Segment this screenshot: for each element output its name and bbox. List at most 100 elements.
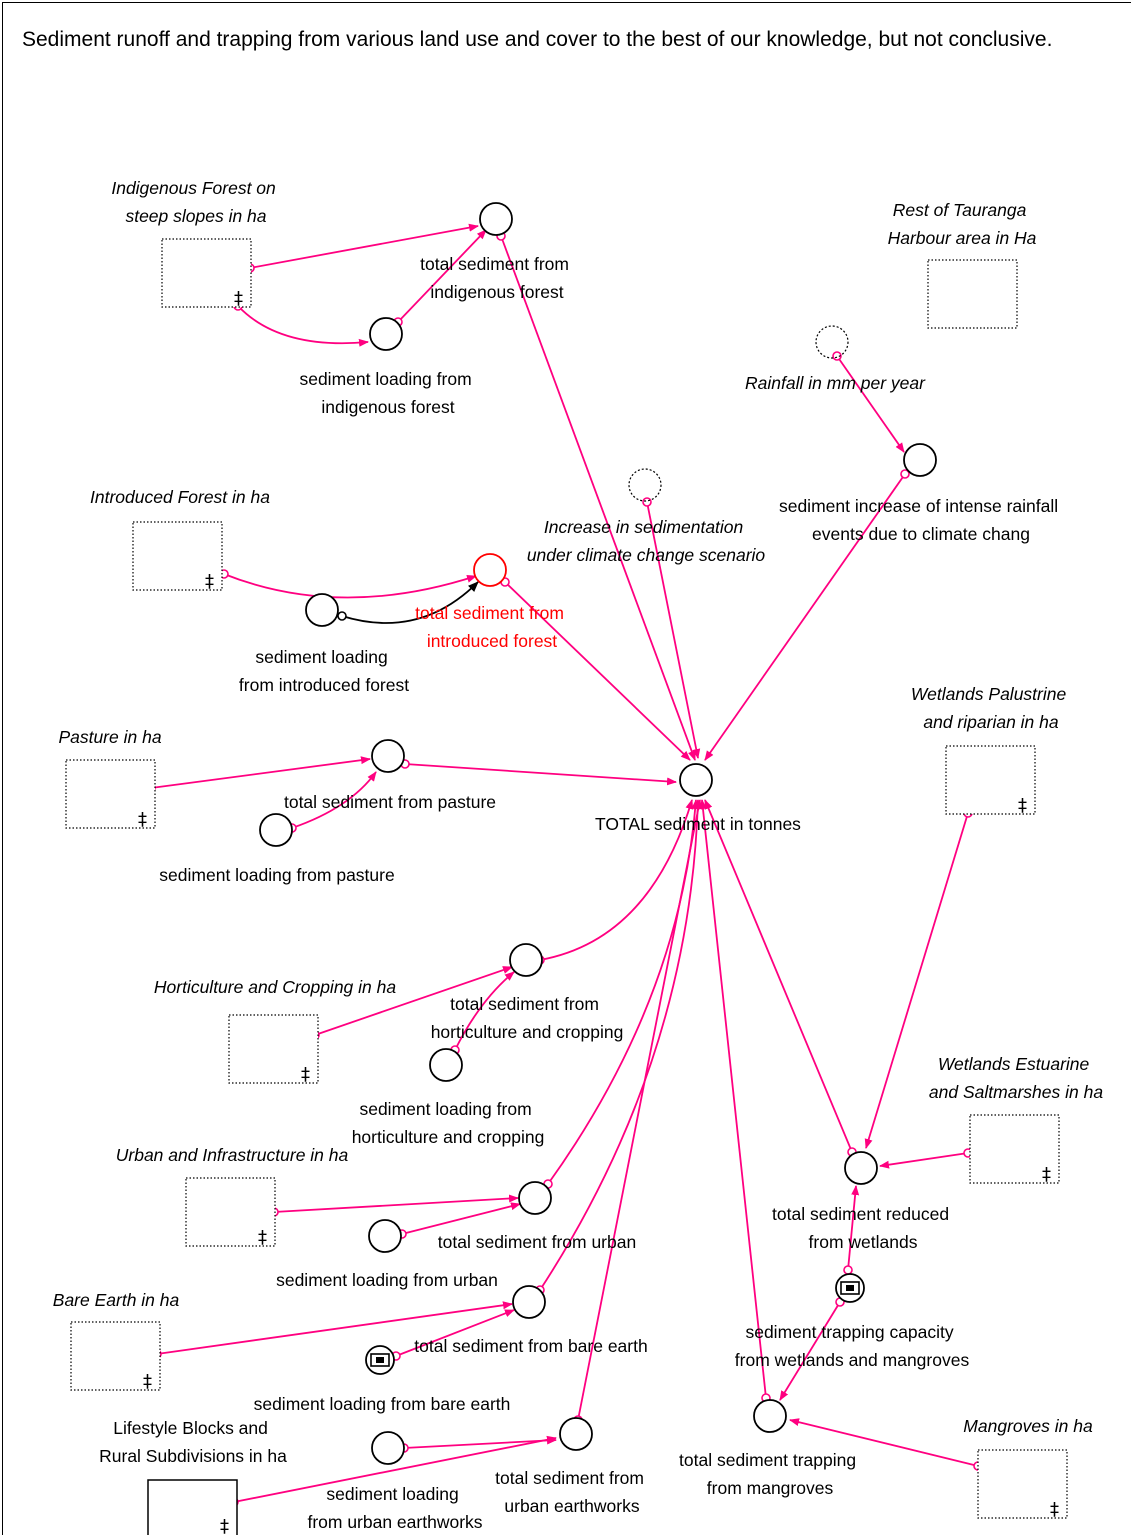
- stock-icon[interactable]: [161, 238, 252, 308]
- label-total-horticulture: total sediment from horticulture and cro…: [431, 994, 624, 1042]
- ghost-marker-icon: ‡: [1018, 795, 1027, 816]
- converter-loading-pasture[interactable]: [259, 813, 293, 847]
- link-pasture-stock-to-total[interactable]: [150, 756, 371, 789]
- ghost-converter-climate[interactable]: [628, 468, 662, 502]
- converter-total-horticulture[interactable]: [509, 943, 543, 977]
- stock-icon[interactable]: [65, 759, 156, 829]
- stock-icon[interactable]: [927, 259, 1018, 329]
- converter-loading-indigenous[interactable]: [369, 317, 403, 351]
- label-total-introduced: total sediment from introduced forest: [415, 603, 569, 651]
- stock-lifestyle-blocks[interactable]: ‡: [147, 1479, 238, 1535]
- link-loading-to-total-horticulture[interactable]: [454, 971, 515, 1051]
- link-loading-to-total-urban[interactable]: [401, 1202, 521, 1235]
- converter-loading-urban[interactable]: [368, 1219, 402, 1253]
- stock-icon[interactable]: [185, 1177, 276, 1247]
- link-rainfall-increase-to-total[interactable]: [704, 473, 906, 761]
- stock-horticulture[interactable]: ‡: [228, 1014, 319, 1085]
- converter-total-sediment[interactable]: [679, 763, 713, 797]
- link-total-earthworks-to-total[interactable]: [577, 799, 703, 1421]
- link-loading-to-total-pasture[interactable]: [291, 771, 377, 829]
- converter-total-wetlands[interactable]: [844, 1151, 878, 1185]
- graphical-function-icon[interactable]: [365, 1345, 395, 1375]
- link-total-introduced-to-total[interactable]: [504, 581, 691, 761]
- converter-loading-introduced[interactable]: [305, 593, 339, 627]
- stock-bare-earth[interactable]: ‡: [70, 1321, 161, 1392]
- stock-wetlands-palustrine[interactable]: ‡: [945, 745, 1036, 816]
- link-total-indigenous-to-total[interactable]: [500, 235, 696, 761]
- stock-icon[interactable]: [969, 1114, 1060, 1184]
- link-loading-to-total-earthworks[interactable]: [403, 1436, 557, 1449]
- stock-icon[interactable]: [70, 1321, 161, 1391]
- label-loading-introduced: sediment loading from introduced forest: [239, 647, 409, 695]
- link-loading-to-total-bare-earth[interactable]: [395, 1309, 515, 1357]
- link-total-pasture-to-total[interactable]: [404, 763, 677, 786]
- converter-rainfall-increase[interactable]: [903, 443, 937, 477]
- label-pasture-stock: Pasture in ha: [58, 727, 161, 747]
- link-loading-to-total-indigenous[interactable]: [397, 229, 487, 323]
- ghost-marker-icon: ‡: [1050, 1499, 1059, 1520]
- link-climate-to-total[interactable]: [646, 501, 701, 759]
- link-trapping-to-total[interactable]: [698, 799, 767, 1399]
- link-indigenous-stock-to-total[interactable]: [249, 223, 479, 269]
- link-capacity-to-wetlands[interactable]: [847, 1185, 860, 1271]
- link-port: [642, 497, 652, 507]
- label-mangroves-stock: Mangroves in ha: [963, 1416, 1093, 1436]
- label-urban-stock: Urban and Infrastructure in ha: [116, 1145, 349, 1165]
- label-trapping-capacity: sediment trapping capacity from wetlands…: [735, 1322, 970, 1370]
- stock-icon[interactable]: [977, 1449, 1068, 1519]
- link-total-urban-to-total[interactable]: [547, 799, 700, 1185]
- stock-indigenous-forest[interactable]: ‡: [161, 238, 252, 309]
- link-palustrine-to-wetlands[interactable]: [864, 812, 969, 1149]
- converter-loading-earthworks[interactable]: [371, 1431, 405, 1465]
- stock-mangroves[interactable]: ‡: [977, 1449, 1068, 1520]
- stock-icon[interactable]: [147, 1479, 238, 1535]
- label-loading-horticulture: sediment loading from horticulture and c…: [352, 1099, 545, 1147]
- link-capacity-to-mangroves[interactable]: [779, 1301, 841, 1401]
- stock-icon[interactable]: [132, 521, 223, 591]
- ghost-converter-rainfall[interactable]: [815, 325, 849, 359]
- stock-wetlands-estuarine[interactable]: ‡: [969, 1114, 1060, 1185]
- ghost-marker-icon: ‡: [205, 571, 214, 592]
- link-urban-stock-to-total[interactable]: [273, 1194, 519, 1213]
- stock-urban[interactable]: ‡: [185, 1177, 276, 1248]
- link-lifestyle-stock-to-total[interactable]: [233, 1435, 557, 1503]
- ghost-marker-icon: ‡: [220, 1516, 229, 1535]
- label-indigenous-forest-stock: Indigenous Forest on steep slopes in ha: [111, 178, 280, 226]
- converter-total-bare-earth[interactable]: [512, 1285, 546, 1319]
- label-total-urban: total sediment from urban: [438, 1232, 636, 1252]
- link-indigenous-stock-to-loading[interactable]: [237, 305, 369, 347]
- link-loading-to-total-introduced[interactable]: [341, 581, 479, 624]
- graphical-function-icon[interactable]: [835, 1273, 865, 1303]
- label-rainfall-increase: sediment increase of intense rainfall ev…: [779, 496, 1063, 544]
- converter-total-indigenous[interactable]: [479, 202, 513, 236]
- link-rainfall-to-increase[interactable]: [836, 355, 905, 453]
- link-wetlands-to-total[interactable]: [704, 799, 853, 1153]
- converter-total-earthworks[interactable]: [559, 1417, 593, 1451]
- link-total-bare-earth-to-total[interactable]: [539, 799, 702, 1291]
- ghost-marker-icon: ‡: [143, 1371, 152, 1392]
- stock-rest-harbour[interactable]: [927, 259, 1018, 329]
- converter-total-urban[interactable]: [518, 1181, 552, 1215]
- stock-pasture[interactable]: ‡: [65, 759, 156, 830]
- label-total-wetlands: total sediment reduced from wetlands: [772, 1204, 954, 1252]
- link-port: [843, 1265, 853, 1275]
- converter-loading-horticulture[interactable]: [429, 1048, 463, 1082]
- link-horticulture-stock-to-total[interactable]: [314, 966, 513, 1036]
- link-mangroves-stock-to-trapping[interactable]: [789, 1418, 979, 1467]
- converter-total-pasture[interactable]: [371, 739, 405, 773]
- link-bare-earth-stock-to-total[interactable]: [156, 1301, 513, 1355]
- stock-introduced-forest[interactable]: ‡: [132, 521, 223, 592]
- stock-icon[interactable]: [945, 745, 1036, 815]
- converter-total-mangroves[interactable]: [753, 1399, 787, 1433]
- link-estuarine-to-wetlands[interactable]: [879, 1152, 969, 1169]
- link-introduced-stock-to-total[interactable]: [223, 573, 477, 599]
- link-total-horticulture-to-total[interactable]: [539, 799, 694, 961]
- label-total-pasture: total sediment from pasture: [284, 792, 496, 812]
- diagram-description: Sediment runoff and trapping from variou…: [22, 28, 1053, 51]
- ghost-marker-icon: ‡: [138, 809, 147, 830]
- label-loading-urban: sediment loading from urban: [276, 1270, 498, 1290]
- converters: [259, 202, 937, 1465]
- ghost-marker-icon: ‡: [301, 1064, 310, 1085]
- stock-icon[interactable]: [228, 1014, 319, 1084]
- converter-total-introduced[interactable]: [473, 553, 507, 587]
